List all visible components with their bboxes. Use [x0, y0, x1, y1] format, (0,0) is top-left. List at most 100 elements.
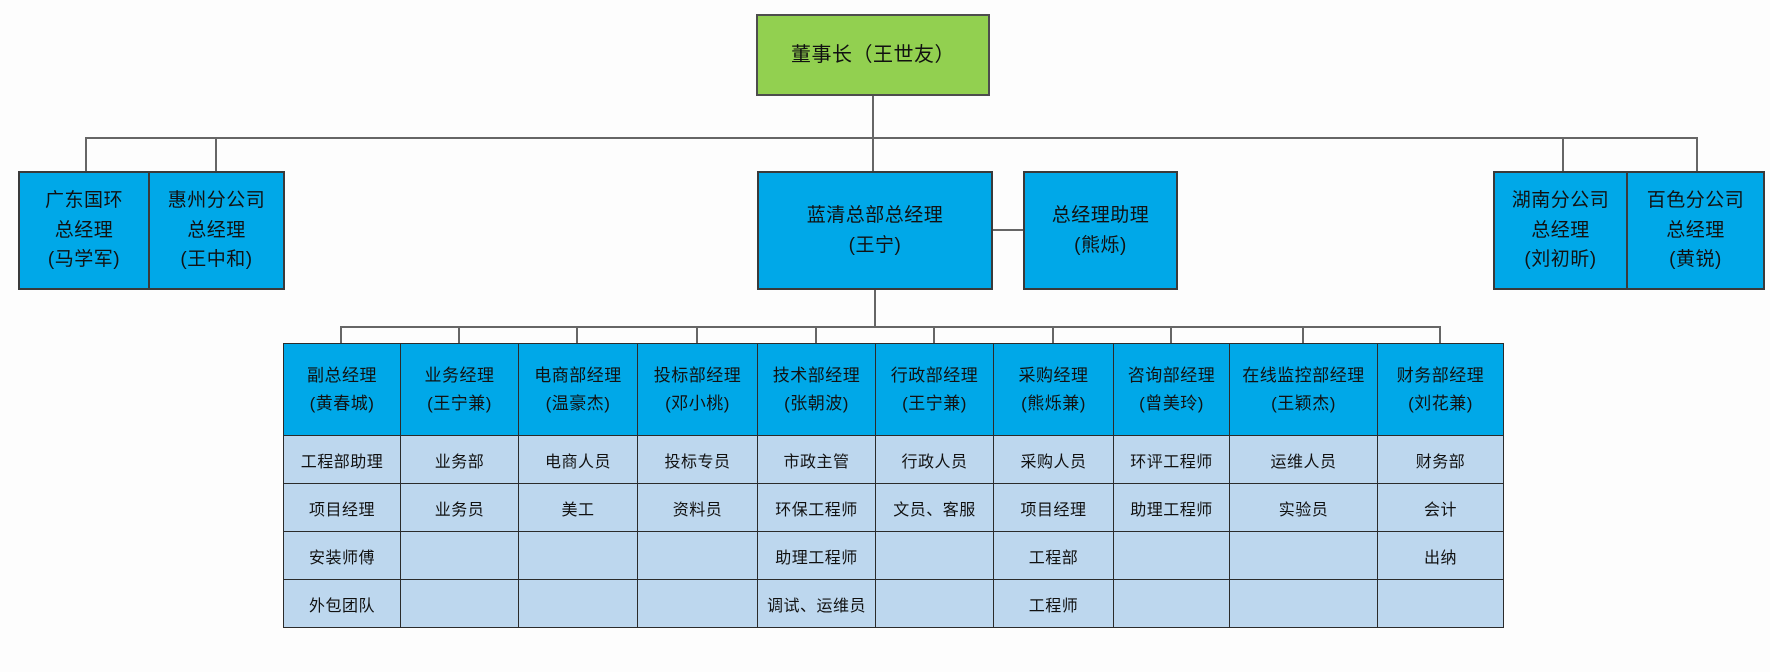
dept-column-technology: 技术部经理 (张朝波) 市政主管 环保工程师 助理工程师 调试、运维员: [758, 344, 876, 628]
dept-title: 在线监控部经理: [1242, 366, 1365, 386]
box-line: 蓝清总部总经理: [806, 205, 944, 227]
dept-cell: 市政主管: [758, 436, 875, 484]
box-line: 总经理: [1666, 219, 1725, 241]
dept-column-vice-gm: 副总经理 (黄春城) 工程部助理 项目经理 安装师傅 外包团队: [284, 344, 401, 628]
box-line: 惠州分公司: [167, 190, 266, 212]
dept-cell: 采购人员: [994, 436, 1113, 484]
box-line: 总经理: [54, 219, 114, 241]
dept-person: (温豪杰): [545, 393, 611, 413]
box-line: 广东国环: [44, 190, 123, 212]
dept-person: (邓小桃): [665, 393, 730, 413]
branch-box-hunan: 湖南分公司 总经理 (刘初昕): [1493, 171, 1628, 290]
dept-title: 咨询部经理: [1127, 366, 1216, 386]
dept-cell: [1114, 580, 1229, 628]
dept-column-finance: 财务部经理 (刘花兼) 财务部 会计 出纳: [1378, 344, 1504, 628]
box-line: 总经理助理: [1051, 205, 1150, 227]
connector-chairman-drop: [872, 96, 874, 171]
dept-person: (王宁兼): [902, 393, 967, 413]
connector-drop: [815, 326, 817, 343]
dept-title: 技术部经理: [772, 366, 861, 386]
dept-cell: 行政人员: [876, 436, 993, 484]
box-line: (王中和): [180, 249, 253, 271]
dept-title: 采购经理: [1018, 366, 1089, 386]
dept-header: 电商部经理 (温豪杰): [519, 344, 637, 436]
dept-title: 财务部经理: [1396, 366, 1485, 386]
connector-drop: [1696, 137, 1698, 171]
dept-header: 副总经理 (黄春城): [284, 344, 400, 436]
dept-person: (刘花兼): [1408, 393, 1473, 413]
dept-person: (王宁兼): [427, 393, 492, 413]
dept-cell: 助理工程师: [1114, 484, 1229, 532]
chairman-box: 董事长（王世友）: [756, 14, 990, 96]
dept-title: 投标部经理: [653, 366, 742, 386]
dept-person: (熊烁兼): [1021, 393, 1086, 413]
dept-column-procurement: 采购经理 (熊烁兼) 采购人员 项目经理 工程部 工程师: [994, 344, 1114, 628]
box-line: (刘初昕): [1524, 249, 1597, 271]
dept-cell: 环保工程师: [758, 484, 875, 532]
dept-cell: [1230, 580, 1377, 628]
dept-cell: 美工: [519, 484, 637, 532]
dept-title: 业务经理: [424, 366, 495, 386]
connector-drop: [696, 326, 698, 343]
dept-cell: 调试、运维员: [758, 580, 875, 628]
dept-cell: 助理工程师: [758, 532, 875, 580]
box-line: 总经理: [187, 219, 246, 241]
dept-header: 在线监控部经理 (王颖杰): [1230, 344, 1377, 436]
connector-level3-rail: [341, 326, 1441, 328]
dept-person: (张朝波): [784, 393, 849, 413]
box-line: (黄锐): [1669, 249, 1722, 271]
dept-header: 财务部经理 (刘花兼): [1378, 344, 1503, 436]
branch-box-huizhou: 惠州分公司 总经理 (王中和): [148, 171, 285, 290]
dept-cell: 出纳: [1378, 532, 1503, 580]
dept-cell: 实验员: [1230, 484, 1377, 532]
dept-cell: [638, 532, 757, 580]
box-line: 湖南分公司: [1511, 190, 1610, 212]
dept-cell: 业务部: [401, 436, 518, 484]
connector-drop: [1562, 137, 1564, 171]
dept-cell: [1114, 532, 1229, 580]
dept-title: 行政部经理: [890, 366, 979, 386]
connector-drop: [85, 137, 87, 171]
dept-cell: 会计: [1378, 484, 1503, 532]
dept-person: (曾美玲): [1139, 393, 1204, 413]
branch-box-baise: 百色分公司 总经理 (黄锐): [1626, 171, 1765, 290]
dept-title: 电商部经理: [534, 366, 622, 386]
connector-drop: [458, 326, 460, 343]
dept-header: 技术部经理 (张朝波): [758, 344, 875, 436]
branch-box-guangdong-guohuan: 广东国环 总经理 (马学军): [18, 171, 150, 290]
dept-cell: [401, 532, 518, 580]
dept-cell: 安装师傅: [284, 532, 400, 580]
dept-header: 咨询部经理 (曾美玲): [1114, 344, 1229, 436]
dept-header: 业务经理 (王宁兼): [401, 344, 518, 436]
connector-drop: [215, 137, 217, 171]
gm-assistant-box: 总经理助理 (熊烁): [1023, 171, 1178, 290]
dept-cell: [876, 532, 993, 580]
connector-drop: [1052, 326, 1054, 343]
connector-hq-drop: [874, 290, 876, 327]
hq-gm-box: 蓝清总部总经理 (王宁): [757, 171, 993, 290]
dept-cell: 资料员: [638, 484, 757, 532]
dept-cell: 环评工程师: [1114, 436, 1229, 484]
chairman-label: 董事长（王世友）: [791, 43, 955, 66]
dept-column-consulting: 咨询部经理 (曾美玲) 环评工程师 助理工程师: [1114, 344, 1230, 628]
connector-drop: [933, 326, 935, 343]
dept-column-business: 业务经理 (王宁兼) 业务部 业务员: [401, 344, 519, 628]
dept-cell: 工程师: [994, 580, 1113, 628]
dept-column-ecommerce: 电商部经理 (温豪杰) 电商人员 美工: [519, 344, 638, 628]
dept-person: (王颖杰): [1271, 393, 1336, 413]
dept-cell: 外包团队: [284, 580, 400, 628]
dept-cell: 运维人员: [1230, 436, 1377, 484]
dept-cell: [401, 580, 518, 628]
dept-cell: [638, 580, 757, 628]
box-line: 百色分公司: [1646, 190, 1745, 212]
department-table: 副总经理 (黄春城) 工程部助理 项目经理 安装师傅 外包团队 业务经理 (王宁…: [283, 343, 1504, 628]
dept-cell: 投标专员: [638, 436, 757, 484]
dept-person: (黄春城): [309, 393, 375, 413]
dept-header: 投标部经理 (邓小桃): [638, 344, 757, 436]
connector-drop: [1439, 326, 1441, 343]
dept-cell: 业务员: [401, 484, 518, 532]
connector-drop: [340, 326, 342, 343]
connector-drop: [576, 326, 578, 343]
dept-column-online-monitoring: 在线监控部经理 (王颖杰) 运维人员 实验员: [1230, 344, 1378, 628]
